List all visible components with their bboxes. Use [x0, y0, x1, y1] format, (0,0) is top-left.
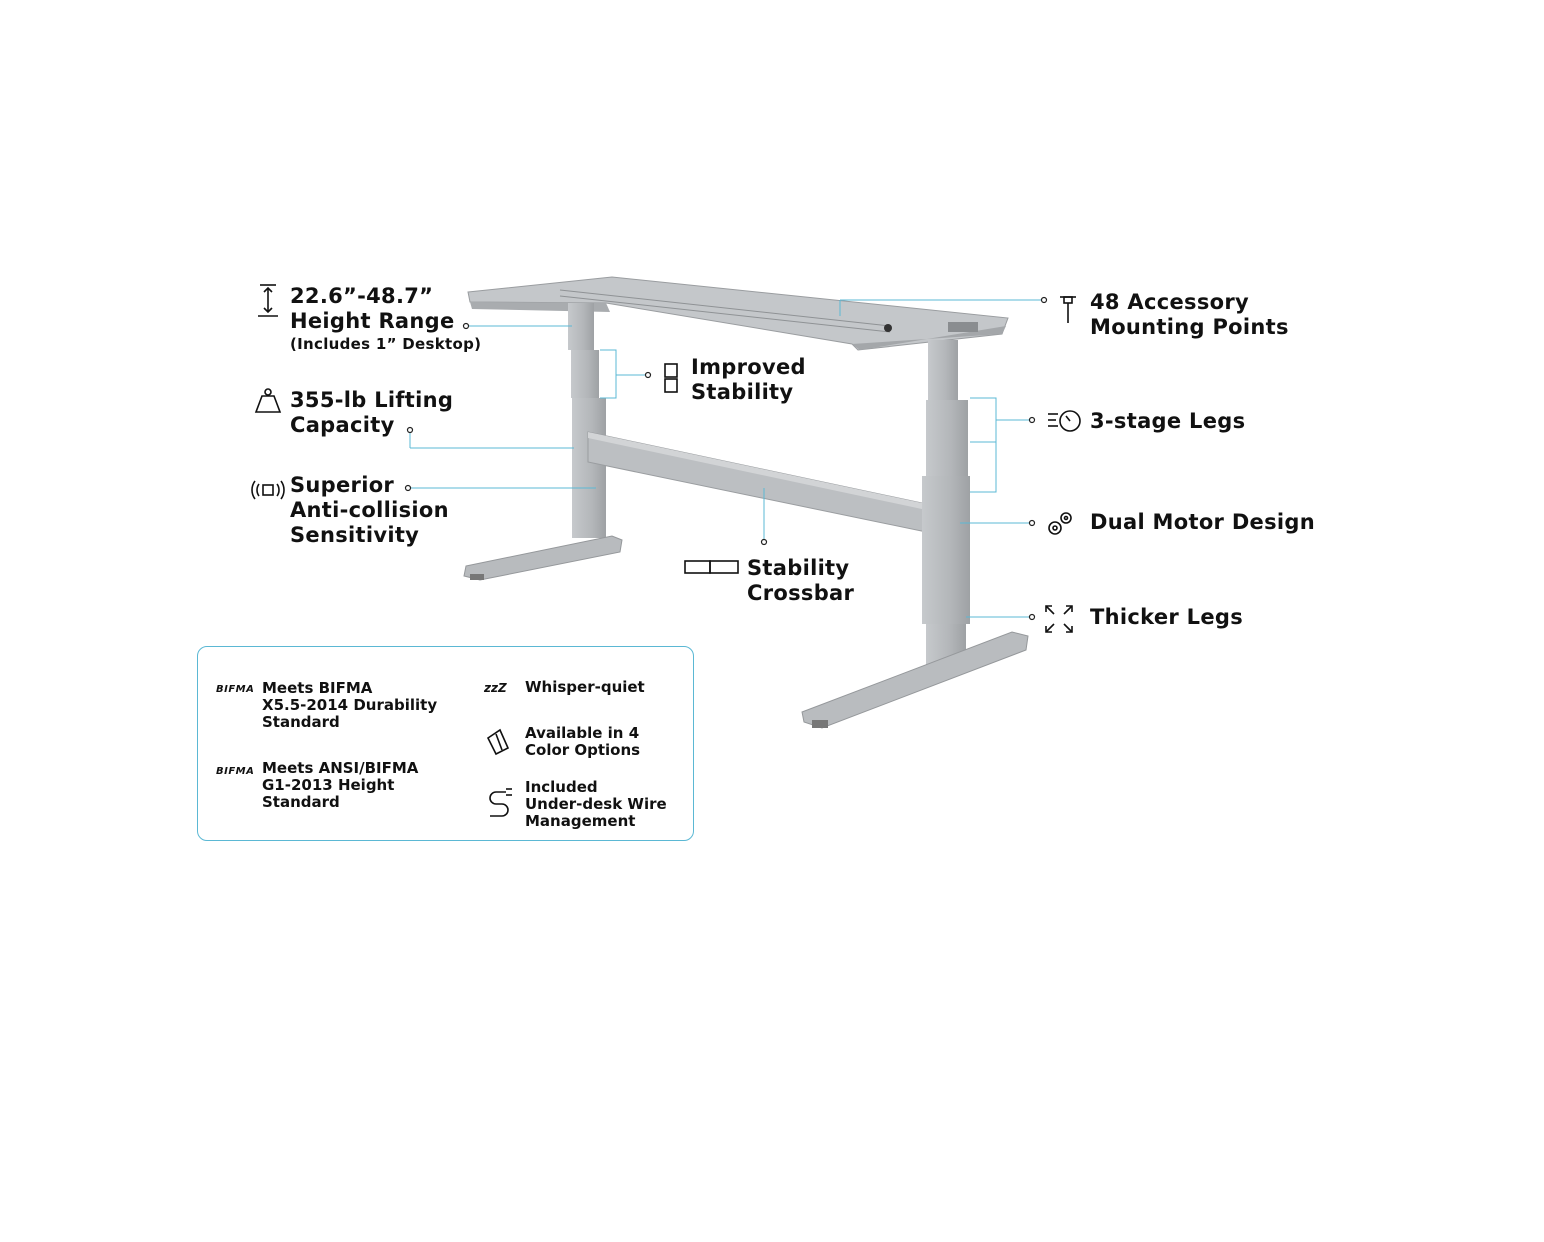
anti-collision-line3: Sensitivity [290, 523, 420, 547]
spec-height-standard: Meets ANSI/BIFMA G1-2013 Height Standard [262, 760, 418, 811]
height-range-title: Height Range [290, 309, 455, 333]
spec-box [197, 646, 694, 841]
column-icon [664, 363, 678, 393]
leader-lines [409, 299, 1042, 618]
bifma-logo-1: BIFMA [216, 684, 255, 695]
expand-arrows-icon [1045, 605, 1073, 633]
colors-line1: Available in 4 [525, 724, 640, 742]
legs-line1: 3-stage Legs [1090, 409, 1246, 433]
stability-line1: Improved [691, 355, 806, 379]
durability-line1: Meets BIFMA [262, 679, 373, 697]
colors-line2: Color Options [525, 741, 641, 759]
lifting-line2: Capacity [290, 413, 395, 437]
bifma-logo-2: BIFMA [216, 766, 255, 777]
stability-line2: Stability [691, 380, 794, 404]
cable-icon [489, 788, 512, 817]
top-frame [467, 276, 1009, 351]
swatch-icon [486, 728, 510, 756]
durability-line3: Standard [262, 713, 340, 731]
wire-line2: Under-desk Wire [525, 795, 667, 813]
weight-icon [254, 388, 282, 413]
three-stage-legs-label: 3-stage Legs [1090, 409, 1245, 434]
spec-color-options: Available in 4 Color Options [525, 725, 640, 759]
spec-durability: Meets BIFMA X5.5-2014 Durability Standar… [262, 680, 437, 731]
height-std-line1: Meets ANSI/BIFMA [262, 759, 419, 777]
stability-crossbar-label: Stability Crossbar [747, 556, 854, 606]
gears-icon [1048, 512, 1072, 535]
improved-stability-label: Improved Stability [691, 355, 806, 405]
crossbar-line2: Crossbar [747, 581, 855, 605]
dual-motor-label: Dual Motor Design [1090, 510, 1315, 535]
anti-collision-line2: Anti-collision [290, 498, 449, 522]
lifting-line1: 355-lb Lifting [290, 388, 454, 412]
anti-collision-line1: Superior [290, 473, 395, 497]
height-range-label: 22.6”-48.7” Height Range (Includes 1” De… [290, 284, 481, 354]
wire-line1: Included [525, 778, 598, 796]
mounting-points-label: 48 Accessory Mounting Points [1090, 290, 1289, 340]
sensor-icon [251, 480, 285, 500]
right-leg [801, 340, 1029, 729]
crossbar-line1: Stability [747, 556, 850, 580]
motor-line1: Dual Motor Design [1090, 510, 1315, 534]
quiet-line1: Whisper-quiet [525, 678, 645, 696]
up-down-arrow-icon [258, 284, 278, 317]
thicker-line1: Thicker Legs [1090, 605, 1243, 629]
leader-dots [404, 296, 1048, 621]
left-leg [463, 303, 623, 581]
spec-wire-management: Included Under-desk Wire Management [525, 779, 667, 830]
thicker-legs-label: Thicker Legs [1090, 605, 1243, 630]
mounting-line2: Mounting Points [1090, 315, 1289, 339]
durability-line2: X5.5-2014 Durability [262, 696, 438, 714]
zzz-icon: zzZ [484, 681, 507, 695]
height-range-value: 22.6”-48.7” [290, 284, 434, 308]
speed-timer-icon [1048, 410, 1081, 432]
crossbar [587, 431, 937, 535]
lifting-capacity-label: 355-lb Lifting Capacity [290, 388, 453, 438]
spec-whisper-quiet: Whisper-quiet [525, 679, 645, 696]
height-range-note: (Includes 1” Desktop) [290, 335, 482, 353]
height-std-line3: Standard [262, 793, 340, 811]
wire-line3: Management [525, 812, 636, 830]
bolt-icon [1060, 296, 1076, 323]
crossbar-icon [684, 560, 739, 574]
mounting-line1: 48 Accessory [1090, 290, 1249, 314]
height-std-line2: G1-2013 Height [262, 776, 395, 794]
anti-collision-label: Superior Anti-collision Sensitivity [290, 473, 449, 548]
